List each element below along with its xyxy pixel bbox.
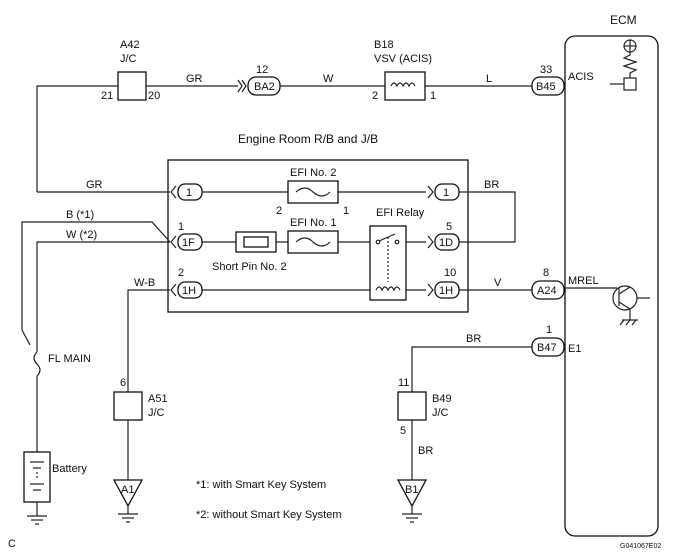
jb-c1h-left-pin: 2: [178, 267, 184, 279]
b1-ground-icon: [402, 513, 422, 523]
b49-pin-bottom: 5: [400, 425, 406, 437]
jb-connector-1d: [427, 233, 460, 251]
b18-id: B18: [374, 39, 394, 51]
wire-wb: [127, 289, 170, 392]
jb-c1f-label: 1F: [182, 237, 195, 249]
a42-id: A42: [120, 39, 140, 51]
jb-connector-1f: [170, 233, 203, 251]
mrel-transistor-icon: [565, 285, 650, 326]
ecm-mrel-label: MREL: [568, 275, 599, 287]
a1-ground-icon: [118, 513, 138, 523]
efi-relay-coil-icon: [375, 286, 401, 292]
note-1: *1: with Smart Key System: [196, 479, 326, 491]
a42-pin-right: 20: [148, 90, 160, 102]
b45-pin: 33: [540, 64, 552, 76]
wire-b-smart: [21, 221, 171, 346]
b1-ground-tri: [396, 479, 428, 508]
b1-label: B1: [405, 484, 418, 496]
ecm-title: ECM: [610, 13, 637, 27]
jb-c1-right-label: 1: [443, 187, 449, 199]
fl-main-label: FL MAIN: [48, 353, 91, 365]
note-2: *2: without Smart Key System: [196, 509, 342, 521]
wire-wb-label: W-B: [134, 277, 155, 289]
jb-c1h-left-label: 1H: [182, 285, 196, 297]
jb-c1-left-label: 1: [186, 187, 192, 199]
wire-br-e1-label: BR: [466, 333, 481, 345]
ba2-pin: 12: [256, 64, 268, 76]
a42-type: J/C: [120, 53, 137, 65]
wire-br-loop: [459, 191, 516, 243]
jb-box: [167, 159, 469, 313]
figure-code: G041067E02: [620, 543, 661, 550]
a1-label: A1: [121, 484, 134, 496]
a42-pin-left: 21: [101, 90, 113, 102]
wire-w-nosmart-label: W (*2): [66, 229, 97, 241]
jb-c1d-label: 1D: [439, 237, 453, 249]
battery-ground-icon: [27, 515, 47, 525]
a24-label: A24: [537, 285, 557, 297]
battery-icon: [30, 461, 44, 491]
jb-c1f-pin: 1: [178, 221, 184, 233]
acis-driver-icon: [610, 39, 638, 91]
a51-type: J/C: [148, 407, 165, 419]
b18-name: VSV (ACIS): [374, 53, 432, 65]
efi2-pin-left: 2: [276, 205, 282, 217]
efi1-fuse-icon: [295, 237, 331, 247]
short-pin-label: Short Pin No. 2: [212, 261, 287, 273]
corner-letter: C: [8, 538, 16, 550]
a24-pin: 8: [543, 267, 549, 279]
wire-gr-top-label: GR: [186, 73, 203, 85]
ba2-label: BA2: [254, 81, 275, 93]
ecm-e1-label: E1: [568, 343, 581, 355]
a51-box: [113, 391, 143, 421]
fl-main-fuse-icon: [33, 351, 41, 377]
a42-box: [117, 71, 147, 101]
jb-c1d-pin: 5: [446, 221, 452, 233]
efi1-label: EFI No. 1: [290, 217, 336, 229]
wire-b-smart-label: B (*1): [66, 209, 94, 221]
short-pin-icon: [243, 236, 269, 248]
efi-relay-switch-icon: [375, 233, 400, 282]
wire-w-top-label: W: [323, 73, 334, 85]
efi2-pin-right: 1: [343, 205, 349, 217]
wire-br-b1-label: BR: [418, 445, 433, 457]
wire-br-loop-label: BR: [484, 179, 499, 191]
efi2-fuse-icon: [295, 187, 331, 197]
efi-relay-label: EFI Relay: [376, 207, 425, 219]
wire-gr-left-label: GR: [86, 179, 103, 191]
a1-ground-tri: [112, 479, 144, 508]
jb-c1h-right-pin: 10: [444, 267, 456, 279]
efi-relay-box: [369, 225, 407, 301]
ecm-box: [564, 35, 659, 537]
b47-label: B47: [537, 342, 557, 354]
wire-gr-left: [36, 85, 118, 192]
wire-w-nosmart: [36, 241, 170, 352]
wire-br-e1: [411, 346, 532, 392]
b18-coil-icon: [390, 82, 416, 88]
a51-pin: 6: [120, 377, 126, 389]
b49-pin-top: 11: [398, 377, 409, 389]
battery-label: Battery: [52, 463, 87, 475]
a24-connector: [531, 280, 565, 300]
efi2-label: EFI No. 2: [290, 167, 336, 179]
b47-pin: 1: [546, 324, 552, 336]
b18-pin-left: 2: [372, 90, 378, 102]
b49-box: [397, 391, 427, 421]
jb-c1h-right-label: 1H: [439, 285, 453, 297]
b45-label: B45: [536, 81, 556, 93]
ecm-acis-label: ACIS: [568, 71, 594, 83]
b49-id: B49: [432, 393, 452, 405]
wire-l-label: L: [486, 73, 492, 85]
b49-type: J/C: [432, 407, 449, 419]
a51-id: A51: [148, 393, 168, 405]
b18-pin-right: 1: [430, 90, 436, 102]
jb-title: Engine Room R/B and J/B: [238, 132, 378, 146]
wire-v-label: V: [494, 277, 502, 289]
short-pin-box: [235, 231, 277, 253]
